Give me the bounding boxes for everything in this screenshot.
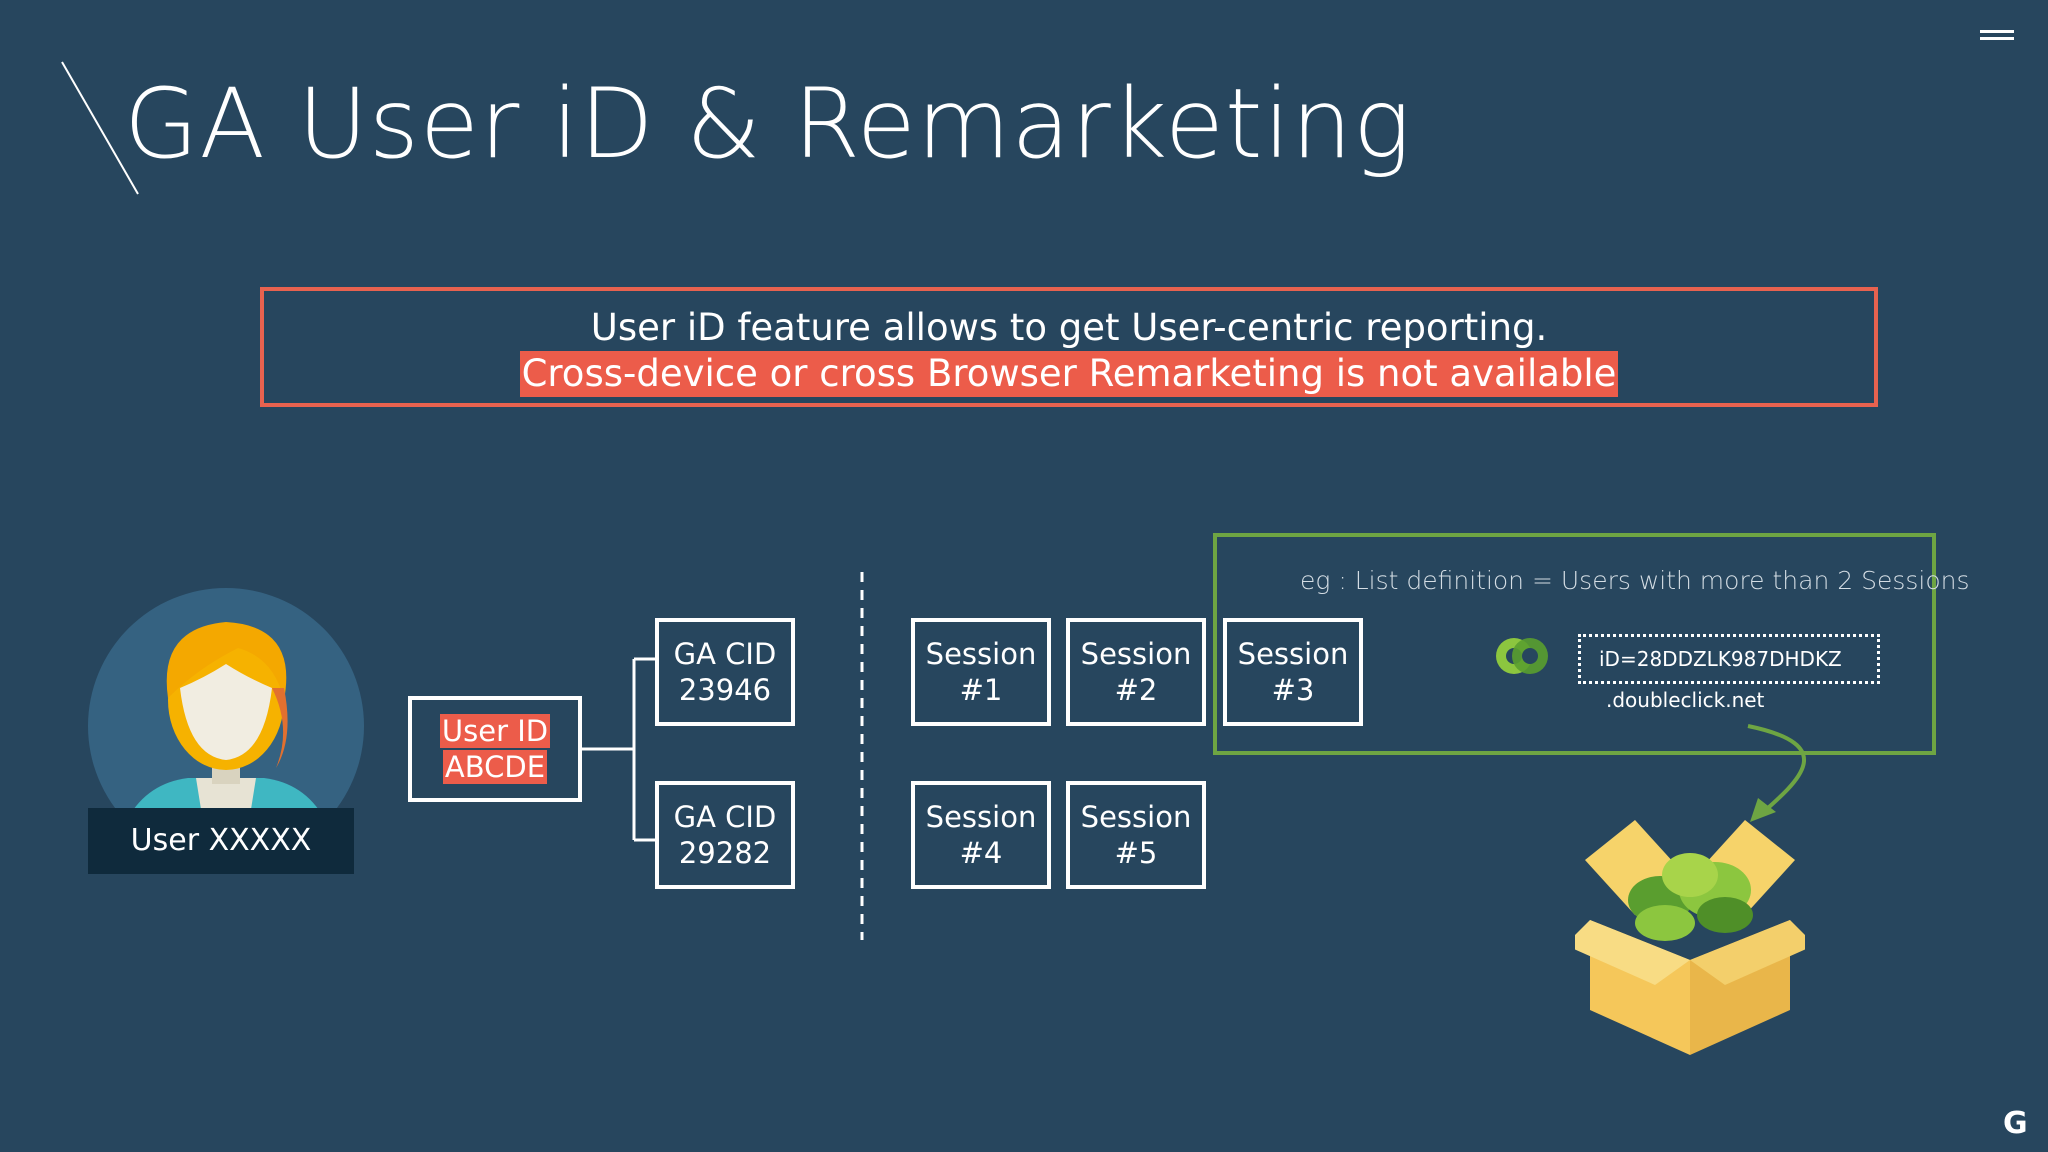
user-id-label: User ID (439, 714, 551, 748)
ga-cid-label: GA CID (673, 800, 777, 834)
cookie-value-box: iD=28DDZLK987DHDKZ (1578, 634, 1880, 684)
brand-g-icon: G (2003, 1106, 2028, 1141)
session-box: Session #3 (1223, 618, 1363, 726)
session-number: #4 (959, 836, 1003, 870)
slide-title: GA User iD & Remarketing (124, 68, 1412, 180)
box-of-cookies-icon (1565, 815, 1815, 1055)
ga-cid-label: GA CID (673, 637, 777, 671)
ga-cid-value: 29282 (678, 836, 772, 870)
user-id-box: User ID ABCDE (408, 696, 582, 802)
session-label: Session (925, 637, 1037, 671)
title-slash-decoration (61, 61, 139, 195)
callout-line-2-highlight: Cross-device or cross Browser Remarketin… (519, 351, 1619, 397)
session-label: Session (925, 800, 1037, 834)
ga-cid-box: GA CID 29282 (655, 781, 795, 889)
session-box: Session #1 (911, 618, 1051, 726)
session-number: #2 (1114, 673, 1158, 707)
ga-cid-box: GA CID 23946 (655, 618, 795, 726)
session-label: Session (1080, 637, 1192, 671)
cookie-domain: .doubleclick.net (1606, 688, 1765, 712)
session-box: Session #2 (1066, 618, 1206, 726)
doubleclick-logo-icon (1494, 632, 1550, 680)
user-id-value: ABCDE (442, 750, 548, 784)
callout-line-1: User iD feature allows to get User-centr… (590, 306, 1548, 349)
session-label: Session (1080, 800, 1192, 834)
session-number: #3 (1271, 673, 1315, 707)
session-number: #1 (959, 673, 1003, 707)
session-box: Session #4 (911, 781, 1051, 889)
ga-cid-value: 23946 (678, 673, 772, 707)
session-number: #5 (1114, 836, 1158, 870)
session-label: Session (1237, 637, 1349, 671)
menu-icon[interactable] (1980, 30, 2014, 50)
user-label: User XXXXX (88, 808, 354, 874)
list-definition-box (1213, 533, 1936, 755)
callout-box: User iD feature allows to get User-centr… (260, 287, 1878, 407)
list-definition-text: eg : List definition = Users with more t… (1300, 566, 1970, 595)
session-box: Session #5 (1066, 781, 1206, 889)
